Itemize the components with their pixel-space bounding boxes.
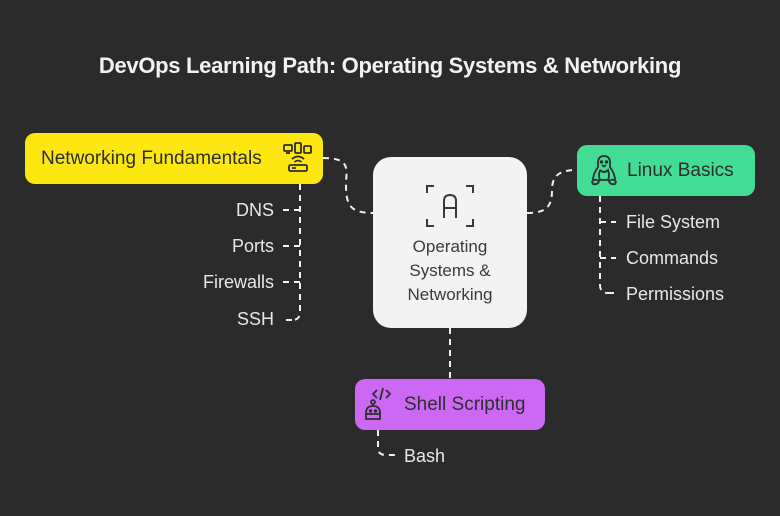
diagram-title: DevOps Learning Path: Operating Systems … [98, 53, 682, 78]
leaf-ports: Ports [231, 236, 274, 256]
connector-networking-center [322, 157, 374, 214]
leaf-dns: DNS [235, 200, 274, 220]
leaf-firewalls: Firewalls [202, 272, 274, 292]
node-label: Networking Fundamentals [41, 147, 262, 169]
connector-linux-center [526, 169, 578, 214]
leaf-file-system: File System [626, 212, 721, 232]
node-shell-scripting[interactable]: Shell Scripting [355, 379, 545, 430]
node-networking-fundamentals[interactable]: Networking Fundamentals [25, 133, 323, 184]
leaf-commands: Commands [626, 248, 719, 268]
central-label-line: Networking [407, 285, 493, 304]
connector-bash [377, 430, 396, 456]
robot-code-icon [364, 387, 396, 427]
central-topic-node[interactable]: Operating Systems & Networking [373, 157, 527, 328]
node-label: Shell Scripting [404, 393, 526, 415]
text-recognition-icon [426, 185, 474, 232]
leaf-bash: Bash [404, 446, 446, 466]
connector-networking-trunk [291, 184, 301, 321]
central-topic-label: Operating Systems & Networking [373, 235, 527, 307]
central-label-line: Operating [412, 237, 488, 256]
leaf-ssh: SSH [236, 309, 274, 329]
connector-linux-trunk [599, 196, 609, 294]
node-label: Linux Basics [627, 159, 734, 181]
node-linux-basics[interactable]: Linux Basics [577, 145, 755, 196]
central-label-line: Systems & [409, 261, 491, 280]
leaf-permissions: Permissions [626, 284, 725, 304]
network-devices-icon [283, 142, 313, 180]
linux-penguin-icon [590, 154, 618, 192]
